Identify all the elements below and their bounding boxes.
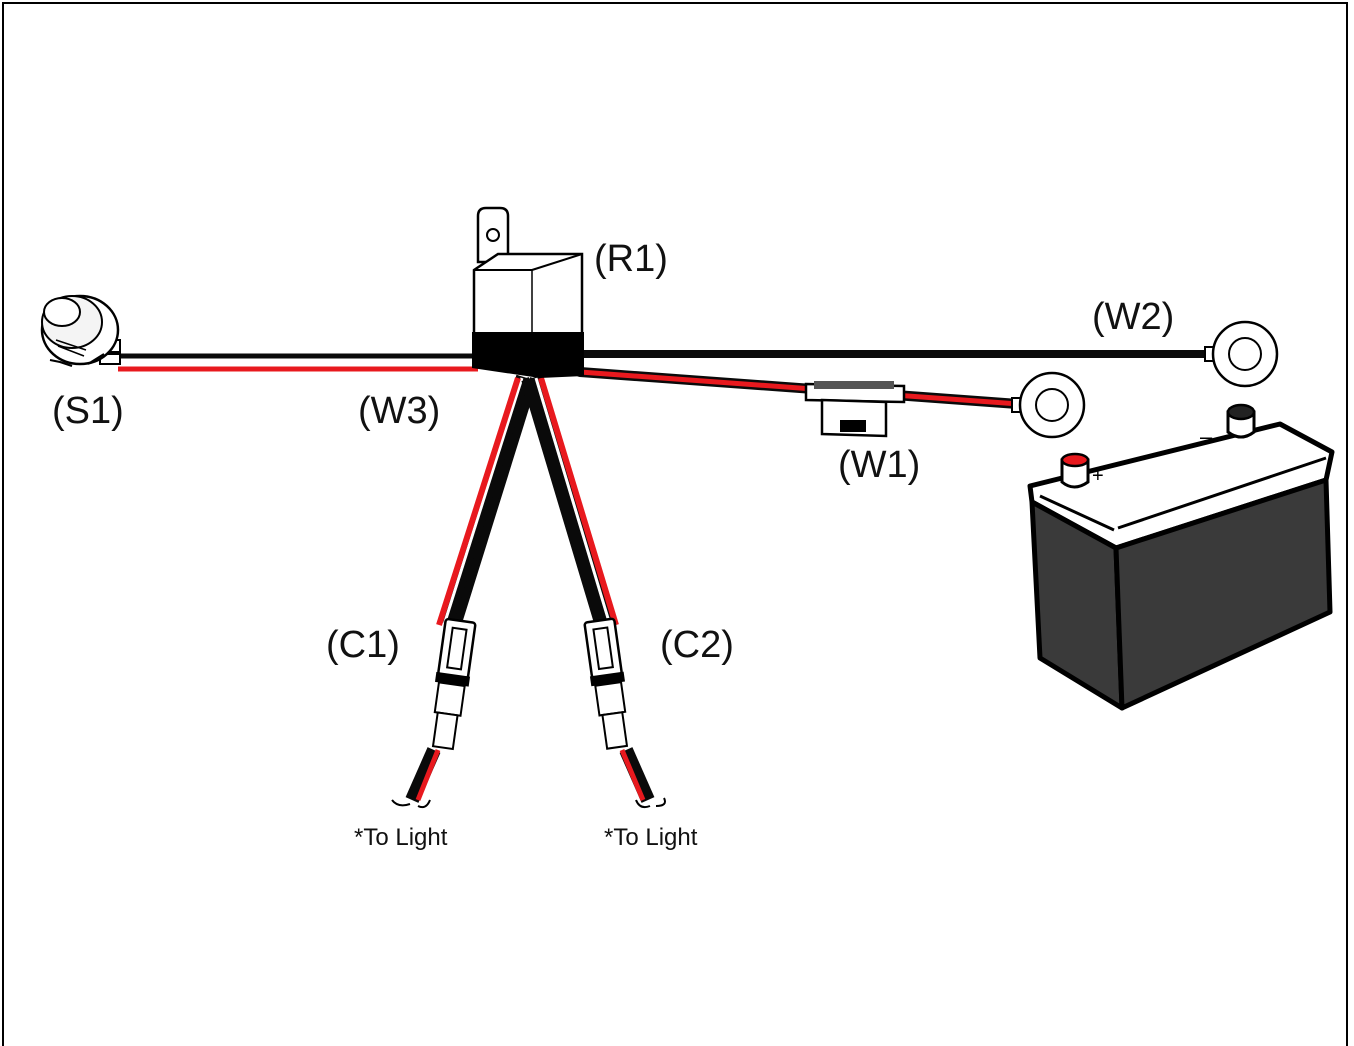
ring-terminal-w1-icon bbox=[1011, 371, 1086, 439]
label-fused-wire-w1: (W1) bbox=[838, 444, 921, 486]
fused-wire-w1 bbox=[575, 367, 1023, 409]
label-switch-s1: (S1) bbox=[52, 390, 124, 432]
pigtail-c1 bbox=[391, 747, 441, 809]
connector-c2-icon bbox=[583, 617, 629, 750]
ring-terminal-w2-icon bbox=[1204, 320, 1279, 388]
battery-positive-mark: + bbox=[1092, 465, 1104, 487]
light-lead-c1 bbox=[436, 374, 538, 629]
car-battery-icon bbox=[1027, 403, 1335, 711]
label-ground-wire-w2: (W2) bbox=[1092, 296, 1175, 338]
label-connector-c1: (C1) bbox=[326, 624, 400, 666]
switch-wire-w3 bbox=[118, 353, 478, 372]
label-connector-c2: (C2) bbox=[660, 624, 734, 666]
inline-fuse-icon bbox=[804, 381, 906, 438]
label-switch-wire-w3: (W3) bbox=[358, 390, 441, 432]
label-relay-r1: (R1) bbox=[594, 238, 668, 280]
light-lead-c2 bbox=[521, 374, 619, 629]
label-to-light-1: *To Light bbox=[354, 824, 448, 851]
rocker-switch-s1-icon bbox=[40, 294, 121, 367]
relay-r1-icon bbox=[472, 206, 584, 378]
label-to-light-2: *To Light bbox=[604, 824, 698, 851]
pigtail-c2 bbox=[619, 747, 666, 809]
connector-c1-icon bbox=[431, 617, 477, 751]
battery-negative-mark: – bbox=[1200, 424, 1213, 449]
